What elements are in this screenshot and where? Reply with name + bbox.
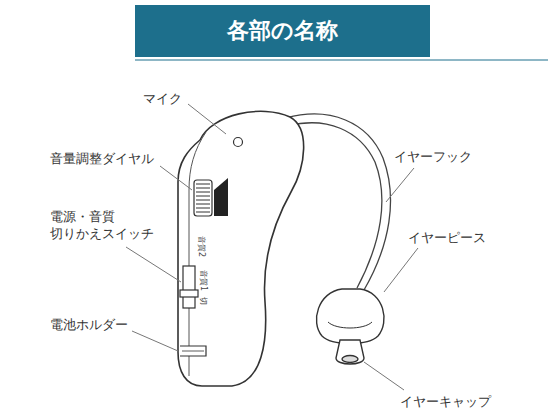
part-label: 電池ホルダー bbox=[50, 316, 128, 333]
title-text: 各部の名称 bbox=[227, 17, 338, 45]
device-face-line bbox=[189, 132, 206, 376]
ear-piece bbox=[316, 289, 384, 364]
leader-lines bbox=[126, 104, 418, 390]
switch-mark: 音質2 bbox=[197, 236, 206, 257]
part-label: イヤーピース bbox=[408, 229, 486, 246]
dial-ridge bbox=[196, 196, 210, 197]
part-label: 音量調整ダイヤル bbox=[50, 150, 154, 167]
part-label: イヤーキャップ bbox=[400, 393, 491, 410]
title-band bbox=[135, 5, 430, 57]
title-rule bbox=[135, 60, 548, 61]
part-label: 電源・音質 切りかえスイッチ bbox=[50, 208, 162, 242]
dial-ridge bbox=[196, 184, 210, 185]
power-tone-switch bbox=[180, 266, 198, 308]
part-label: イヤーフック bbox=[394, 148, 472, 165]
dial-ridge bbox=[196, 204, 210, 205]
device-body bbox=[178, 111, 304, 386]
dial-ridge bbox=[196, 200, 210, 201]
part-label: マイク bbox=[143, 90, 182, 107]
dial-ridge bbox=[196, 188, 210, 189]
battery-holder bbox=[180, 346, 206, 356]
dial-ridge bbox=[196, 192, 210, 193]
switch-mark: 音質1 bbox=[199, 270, 208, 291]
volume-dial bbox=[194, 178, 228, 216]
dial-ridge bbox=[196, 212, 210, 213]
microphone-hole bbox=[234, 138, 243, 147]
switch-mark: 切 bbox=[199, 297, 208, 305]
dial-ridge bbox=[196, 208, 210, 209]
